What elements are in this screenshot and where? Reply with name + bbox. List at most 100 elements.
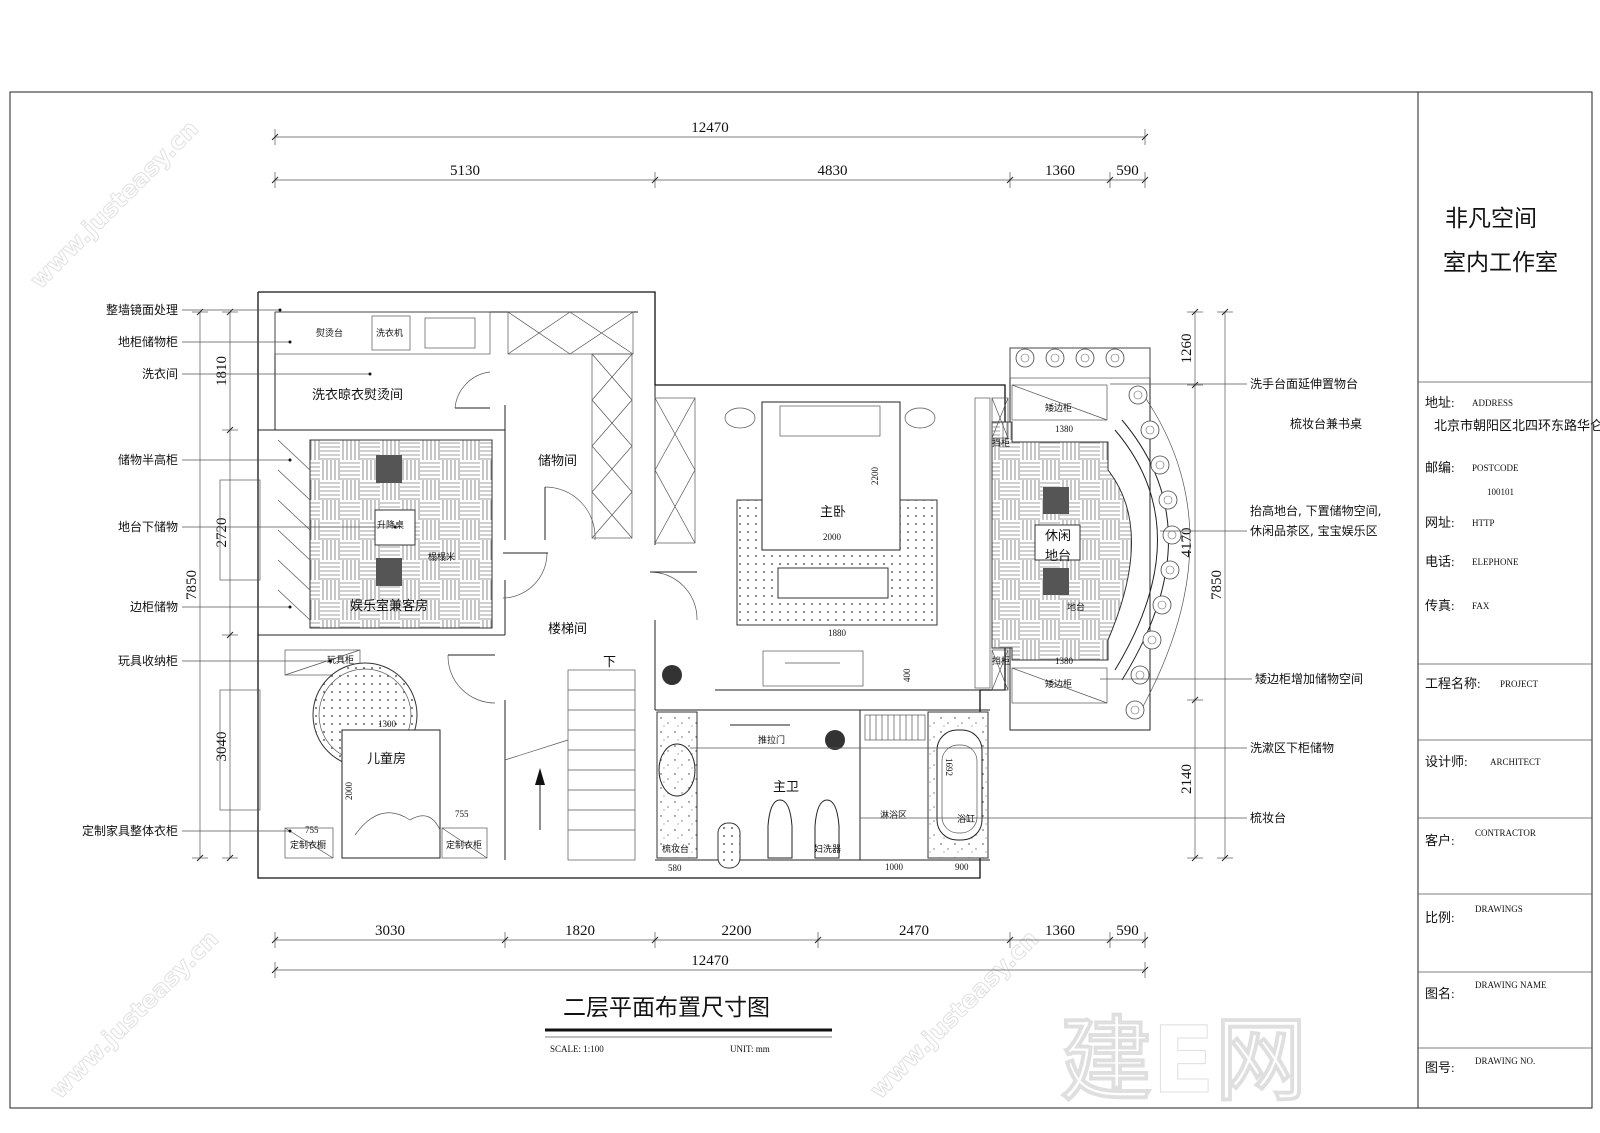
- room-label-kids: 儿童房: [367, 751, 406, 767]
- svg-text:1692: 1692: [944, 758, 954, 776]
- room-labels: 熨烫台 洗衣机 洗衣晾衣熨烫间 储物间 升降桌 榻榻米 娱乐室兼客房 楼梯间 下…: [290, 327, 1085, 873]
- left-note: 地柜储物柜: [118, 334, 178, 349]
- studio-name: 非凡空间: [1445, 206, 1537, 232]
- plant-icon: [1150, 455, 1170, 475]
- left-note: 边柜储物: [130, 599, 178, 614]
- left-note: 地台下储物: [118, 519, 178, 534]
- cushion-icon: [376, 558, 402, 586]
- left-note: 定制家具整体衣柜: [82, 823, 178, 838]
- left-note: 整墙镜面处理: [106, 302, 178, 317]
- dimension-label: 4830: [818, 163, 848, 179]
- svg-text:2200: 2200: [870, 467, 880, 486]
- right-note: 矮边柜增加储物空间: [1255, 671, 1363, 686]
- left-note: 储物半高柜: [118, 452, 178, 467]
- svg-text:POSTCODE: POSTCODE: [1472, 463, 1519, 473]
- dimension-label: 1360: [1045, 163, 1075, 179]
- annotation-callouts: 整墙镜面处理地柜储物柜洗衣间储物半高柜地台下储物边柜储物玩具收纳柜定制家具整体衣…: [82, 302, 1381, 838]
- svg-text:电话:: 电话:: [1425, 554, 1455, 569]
- svg-text:图号:: 图号:: [1425, 1060, 1455, 1075]
- svg-text:400: 400: [902, 668, 912, 682]
- svg-text:100101: 100101: [1487, 487, 1514, 497]
- svg-text:定制衣柜: 定制衣柜: [446, 839, 482, 850]
- svg-text:客户:: 客户:: [1425, 833, 1455, 848]
- title-block: 非凡空间 室内工作室 地址:ADDRESS 北京市朝阳区北四环东路华仑大厦A座1…: [1418, 206, 1600, 1075]
- plant-icon: [662, 665, 682, 685]
- dimension-label: 2200: [722, 923, 752, 939]
- svg-text:建E网: 建E网: [1060, 1007, 1307, 1114]
- drawing-scale: SCALE: 1:100: [550, 1044, 604, 1054]
- svg-text:梳妆台: 梳妆台: [662, 843, 689, 854]
- dimension-label: 3030: [375, 923, 405, 939]
- room-label-master: 主卧: [820, 505, 846, 520]
- right-note: 洗手台面延伸置物台: [1250, 376, 1358, 391]
- svg-text:HTTP: HTTP: [1472, 518, 1495, 528]
- svg-text:北京市朝阳区北四环东路华仑大厦A座1201: 北京市朝阳区北四环东路华仑大厦A座1201: [1434, 418, 1600, 433]
- svg-text:1000: 1000: [885, 862, 904, 872]
- laundry-sink: [424, 317, 476, 349]
- dimension-label: 2140: [1179, 764, 1195, 794]
- svg-text:下: 下: [603, 655, 616, 670]
- svg-text:推拉门: 推拉门: [758, 734, 785, 745]
- master-bath-fixtures: [656, 711, 989, 869]
- svg-text:DRAWINGS: DRAWINGS: [1475, 904, 1523, 914]
- dimension-label: 1360: [1045, 923, 1075, 939]
- staircase: [504, 669, 636, 861]
- dimension-label: 5130: [450, 163, 480, 179]
- plant-icon: [1075, 348, 1095, 368]
- room-label-storage: 储物间: [538, 454, 577, 469]
- drawing-title: 二层平面布置尺寸图: [563, 995, 770, 1021]
- svg-text:DRAWING NO.: DRAWING NO.: [1475, 1056, 1535, 1066]
- dimension-label: 1820: [565, 923, 595, 939]
- svg-text:1380: 1380: [1055, 424, 1074, 434]
- right-note: 梳妆台兼书桌: [1290, 416, 1362, 431]
- plant-icon: [1015, 348, 1035, 368]
- plant-icon: [825, 730, 845, 750]
- dimension-label: 4170: [1179, 528, 1195, 558]
- plant-icon: [1125, 700, 1145, 720]
- svg-text:ELEPHONE: ELEPHONE: [1472, 557, 1519, 567]
- svg-text:755: 755: [305, 825, 319, 835]
- plant-icon: [1160, 560, 1180, 580]
- leisure-platform: [991, 347, 1191, 720]
- dimension-label: 12470: [691, 120, 729, 136]
- svg-text:FAX: FAX: [1472, 601, 1490, 611]
- svg-text:www.justeasy.cn: www.justeasy.cn: [44, 925, 223, 1104]
- svg-text:榻榻米: 榻榻米: [428, 551, 455, 562]
- svg-text:地台: 地台: [1067, 601, 1085, 612]
- svg-text:工程名称:: 工程名称:: [1425, 676, 1481, 691]
- storage-cabinets: [507, 311, 696, 544]
- room-label-leisure: 休闲: [1045, 529, 1071, 544]
- dimension-label: 7850: [184, 570, 200, 600]
- room-label-stairs: 楼梯间: [548, 622, 587, 637]
- right-note: 梳妆台: [1250, 810, 1286, 825]
- svg-text:PROJECT: PROJECT: [1500, 679, 1539, 689]
- svg-text:邮编:: 邮编:: [1425, 460, 1455, 475]
- dimension-label: 590: [1116, 923, 1139, 939]
- master-bedroom-furniture: [662, 397, 991, 750]
- svg-text:挡柜: 挡柜: [992, 655, 1010, 666]
- svg-text:设计师:: 设计师:: [1425, 754, 1468, 769]
- svg-text:900: 900: [955, 862, 969, 872]
- dimension-label: 590: [1116, 163, 1139, 179]
- laundry-counter: [274, 311, 491, 355]
- plant-icon: [1045, 348, 1065, 368]
- svg-text:熨烫台: 熨烫台: [316, 327, 343, 338]
- svg-text:传真:: 传真:: [1425, 598, 1455, 613]
- right-note: 休闲品茶区, 宝宝娱乐区: [1250, 523, 1378, 538]
- plant-icon: [1162, 525, 1182, 545]
- dimension-label: 12470: [691, 953, 729, 969]
- room-label-master-bath: 主卫: [773, 780, 799, 795]
- room-label-guest: 娱乐室兼客房: [350, 598, 428, 614]
- cushion-icon: [376, 455, 402, 483]
- svg-text:DRAWING NAME: DRAWING NAME: [1475, 980, 1547, 990]
- svg-text:CONTRACTOR: CONTRACTOR: [1475, 828, 1536, 838]
- drawing-title-block: 二层平面布置尺寸图 SCALE: 1:100 UNIT: mm: [545, 995, 832, 1054]
- svg-text:755: 755: [455, 809, 469, 819]
- svg-text:定制衣橱: 定制衣橱: [290, 839, 326, 850]
- guest-room-side-cabinets: [219, 439, 311, 621]
- plant-icon: [1140, 420, 1160, 440]
- right-note: 抬高地台, 下置储物空间,: [1250, 503, 1381, 518]
- dimension-label: 3040: [214, 732, 230, 762]
- svg-text:1380: 1380: [1055, 656, 1074, 666]
